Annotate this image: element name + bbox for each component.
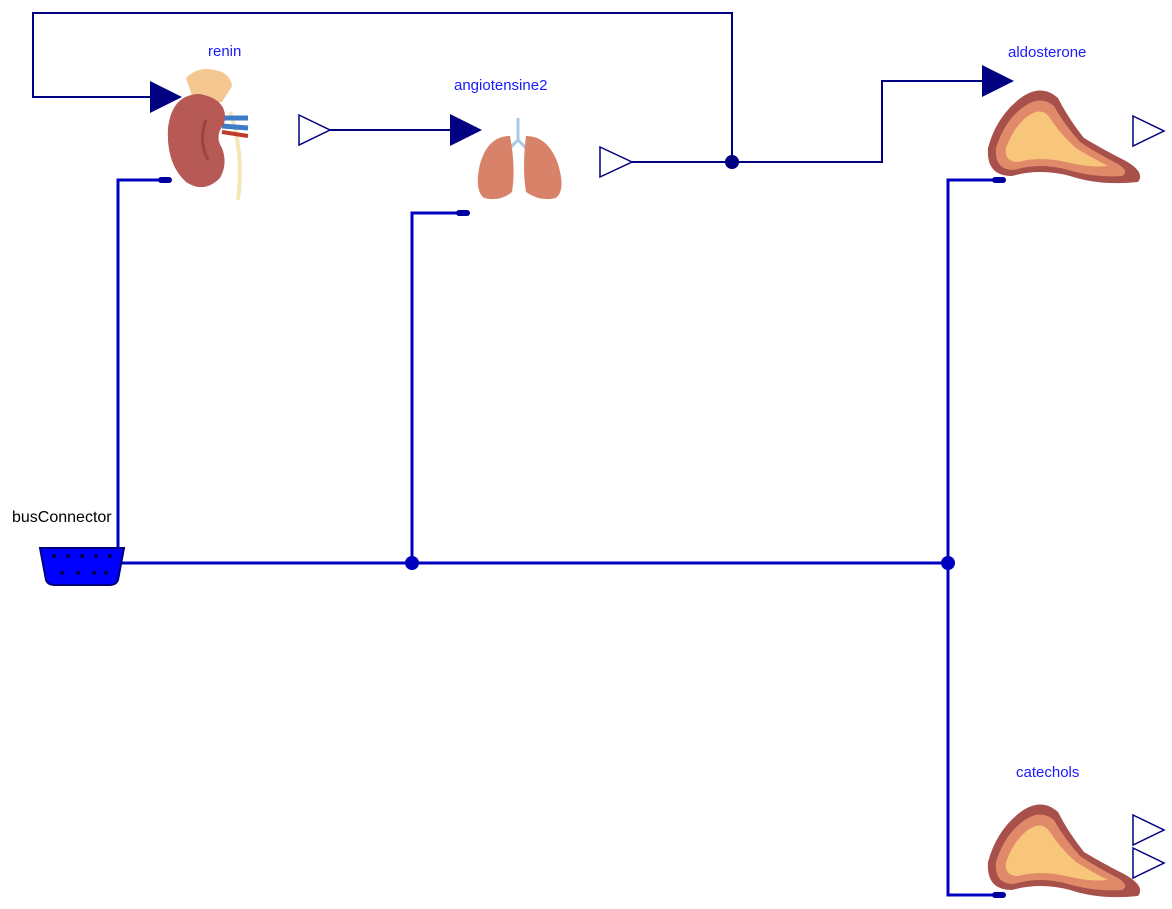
renin-label: renin <box>208 43 242 60</box>
feedback-line-angiotensine2-to-renin[interactable] <box>32 12 733 162</box>
renin-block[interactable] <box>150 69 332 201</box>
angiotensine2-output-port[interactable] <box>599 145 634 179</box>
adrenal-gland-icon <box>987 804 1141 898</box>
aldosterone-block[interactable] <box>982 65 1166 184</box>
adrenal-gland-icon <box>987 90 1141 184</box>
signal-connections <box>32 12 982 163</box>
bus-port-aldosterone[interactable] <box>992 177 1006 183</box>
bus-connector-label: busConnector <box>12 509 112 526</box>
catechols-block[interactable] <box>987 804 1166 898</box>
bus-line-to-angiotensine2[interactable] <box>410 211 468 563</box>
bus-port-catechols[interactable] <box>992 892 1006 898</box>
angiotensine2-label: angiotensine2 <box>454 77 548 94</box>
aldosterone-label: aldosterone <box>1008 44 1087 61</box>
bus-port-renin[interactable] <box>158 177 172 183</box>
bus-connector-icon[interactable] <box>38 547 126 586</box>
catechols-output-port-2[interactable] <box>1132 846 1166 880</box>
signal-junction-dot <box>725 155 739 169</box>
renin-input-port[interactable] <box>150 81 182 113</box>
bus-junction-dot <box>941 556 955 570</box>
signal-line-angiotensine2-to-aldosterone[interactable] <box>632 80 982 163</box>
aldosterone-input-port[interactable] <box>982 65 1014 97</box>
bus-line-to-renin[interactable] <box>116 178 170 563</box>
angiotensine2-input-port[interactable] <box>450 114 482 146</box>
bus-port-angiotensine2[interactable] <box>456 210 470 216</box>
aldosterone-output-port[interactable] <box>1132 114 1166 148</box>
renin-output-port[interactable] <box>298 113 332 147</box>
catechols-label: catechols <box>1016 764 1080 781</box>
catechols-output-port-1[interactable] <box>1132 813 1166 847</box>
lungs-icon <box>477 118 562 200</box>
bus-junction-dot <box>405 556 419 570</box>
kidney-icon <box>167 69 249 201</box>
bus-line-to-catechols[interactable] <box>946 563 1000 897</box>
bus-connections <box>116 178 1000 897</box>
bus-port-stubs <box>158 177 1006 898</box>
bus-line-to-aldosterone[interactable] <box>946 178 1000 563</box>
angiotensine2-block[interactable] <box>450 114 634 200</box>
